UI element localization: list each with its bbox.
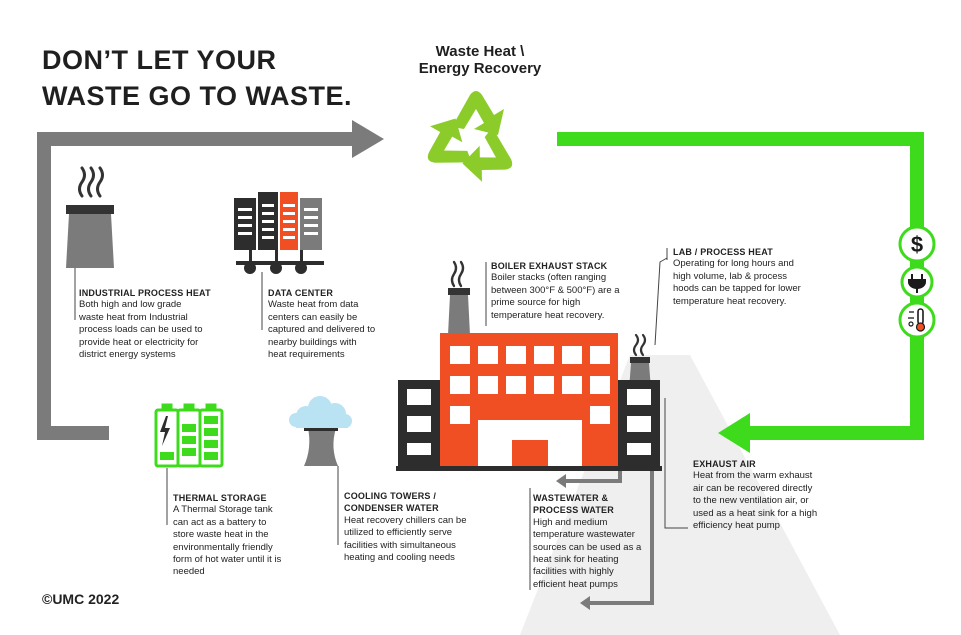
wastewater-heading-1: PROCESS WATER xyxy=(533,505,614,516)
dollar-icon: $ xyxy=(898,225,936,263)
recovery-line-1: Waste Heat \ xyxy=(435,43,525,60)
wastewater-heading-0: WASTEWATER & xyxy=(533,493,609,503)
boiler-body-0: Boiler stacks (often ranging xyxy=(491,272,607,284)
boiler-body-1: between 300°F & 500°F) are a xyxy=(491,284,620,296)
thermal-body-4: form of hot water until it is xyxy=(173,554,282,566)
lab-body-3: temperature heat recovery. xyxy=(673,295,787,307)
title-line-2: WASTE GO TO WASTE. xyxy=(42,81,353,111)
industrial-heading: INDUSTRIAL PROCESS HEAT xyxy=(79,288,211,298)
wastewater-block: WASTEWATER & PROCESS WATER High and medi… xyxy=(533,492,658,591)
recovery-label: Waste Heat \ Energy Recovery xyxy=(395,43,565,77)
cooling-heading-0: COOLING TOWERS / xyxy=(344,491,437,501)
industrial-body-3: provide heat or electricity for xyxy=(79,336,199,348)
gray-loop-arrow xyxy=(37,120,384,440)
industrial-body-2: process loads can be used to xyxy=(79,324,203,336)
exhaust-heading: EXHAUST AIR xyxy=(693,459,756,469)
lab-block: LAB / PROCESS HEAT Operating for long ho… xyxy=(673,246,833,308)
svg-text:$: $ xyxy=(911,232,923,257)
exhaust-body-0: Heat from the warm exhaust xyxy=(693,470,813,482)
lab-heading: LAB / PROCESS HEAT xyxy=(673,247,773,257)
boiler-body-3: temperature heat recovery. xyxy=(491,309,605,321)
industrial-block: INDUSTRIAL PROCESS HEAT Both high and lo… xyxy=(79,287,244,361)
recycle-icon xyxy=(414,91,524,191)
cooling-body-0: Heat recovery chillers can be xyxy=(344,514,467,526)
thermal-block: THERMAL STORAGE A Thermal Storage tank c… xyxy=(173,492,323,579)
lab-body-2: hoods can be tapped for lower xyxy=(673,283,801,295)
exhaust-leader-2 xyxy=(664,455,688,529)
wastewater-body-1: temperature wastewater xyxy=(533,529,635,541)
datacenter-block: DATA CENTER Waste heat from data centers… xyxy=(268,287,418,361)
industrial-body-1: waste heat from Industrial xyxy=(79,311,188,323)
cooling-body-1: utilized to efficiently serve xyxy=(344,527,453,539)
server-rack-icon xyxy=(234,192,324,274)
datacenter-body-1: centers can easily be xyxy=(268,311,358,323)
datacenter-body-2: captured and delivered to xyxy=(268,324,376,336)
lab-leader-2 xyxy=(654,257,668,346)
lab-body-1: high volume, lab & process xyxy=(673,270,788,282)
water-pipes xyxy=(556,471,654,610)
title-line-1: DON’T LET YOUR xyxy=(42,45,277,75)
wastewater-body-4: facilities with highly xyxy=(533,566,614,578)
wastewater-body-0: High and medium xyxy=(533,516,608,528)
thermal-body-3: environmentally friendly xyxy=(173,541,273,553)
boiler-body-2: prime source for high xyxy=(491,297,581,309)
exhaust-body-4: efficiency heat pump xyxy=(693,520,780,532)
datacenter-body-0: Waste heat from data xyxy=(268,299,359,311)
thermal-body-0: A Thermal Storage tank xyxy=(173,504,273,516)
page-title: DON’T LET YOUR WASTE GO TO WASTE. xyxy=(42,42,352,114)
thermal-body-5: needed xyxy=(173,566,205,578)
exhaust-body-3: used as a heat sink for a high xyxy=(693,507,818,519)
industrial-body-4: district energy systems xyxy=(79,349,176,361)
building-shadow xyxy=(520,355,840,635)
wastewater-body-5: efficient heat pumps xyxy=(533,578,618,590)
cooling-block: COOLING TOWERS / CONDENSER WATER Heat re… xyxy=(344,490,504,564)
datacenter-body-4: heat requirements xyxy=(268,349,345,361)
datacenter-body-3: nearby buildings with xyxy=(268,336,357,348)
cooling-tower-icon xyxy=(289,396,352,466)
thermal-body-1: can act as a battery to xyxy=(173,516,267,528)
factory-chimney-icon xyxy=(66,166,114,268)
building-icon xyxy=(396,260,662,471)
thermal-body-2: store waste heat in the xyxy=(173,529,269,541)
cooling-body-3: heating and cooling needs xyxy=(344,552,455,564)
wastewater-body-3: heat sink for heating xyxy=(533,554,619,566)
cooling-body-2: facilities with simultaneous xyxy=(344,539,456,551)
battery-icon xyxy=(154,403,224,468)
recovery-line-2: Energy Recovery xyxy=(418,60,542,77)
exhaust-body-1: air can be recovered directly xyxy=(693,482,813,494)
industrial-body-0: Both high and low grade xyxy=(79,299,182,311)
lab-body-0: Operating for long hours and xyxy=(673,258,794,270)
plug-icon xyxy=(900,265,934,299)
cooling-heading-1: CONDENSER WATER xyxy=(344,503,439,514)
thermometer-icon xyxy=(898,301,936,339)
exhaust-body-2: to the new ventilation air, or xyxy=(693,495,809,507)
datacenter-heading: DATA CENTER xyxy=(268,288,334,298)
copyright: ©UMC 2022 xyxy=(42,591,120,607)
thermal-heading: THERMAL STORAGE xyxy=(173,493,267,503)
boiler-heading: BOILER EXHAUST STACK xyxy=(491,261,608,271)
boiler-block: BOILER EXHAUST STACK Boiler stacks (ofte… xyxy=(491,260,656,322)
wastewater-body-2: sources can be used as a xyxy=(533,541,642,553)
exhaust-block: EXHAUST AIR Heat from the warm exhaust a… xyxy=(693,458,853,532)
